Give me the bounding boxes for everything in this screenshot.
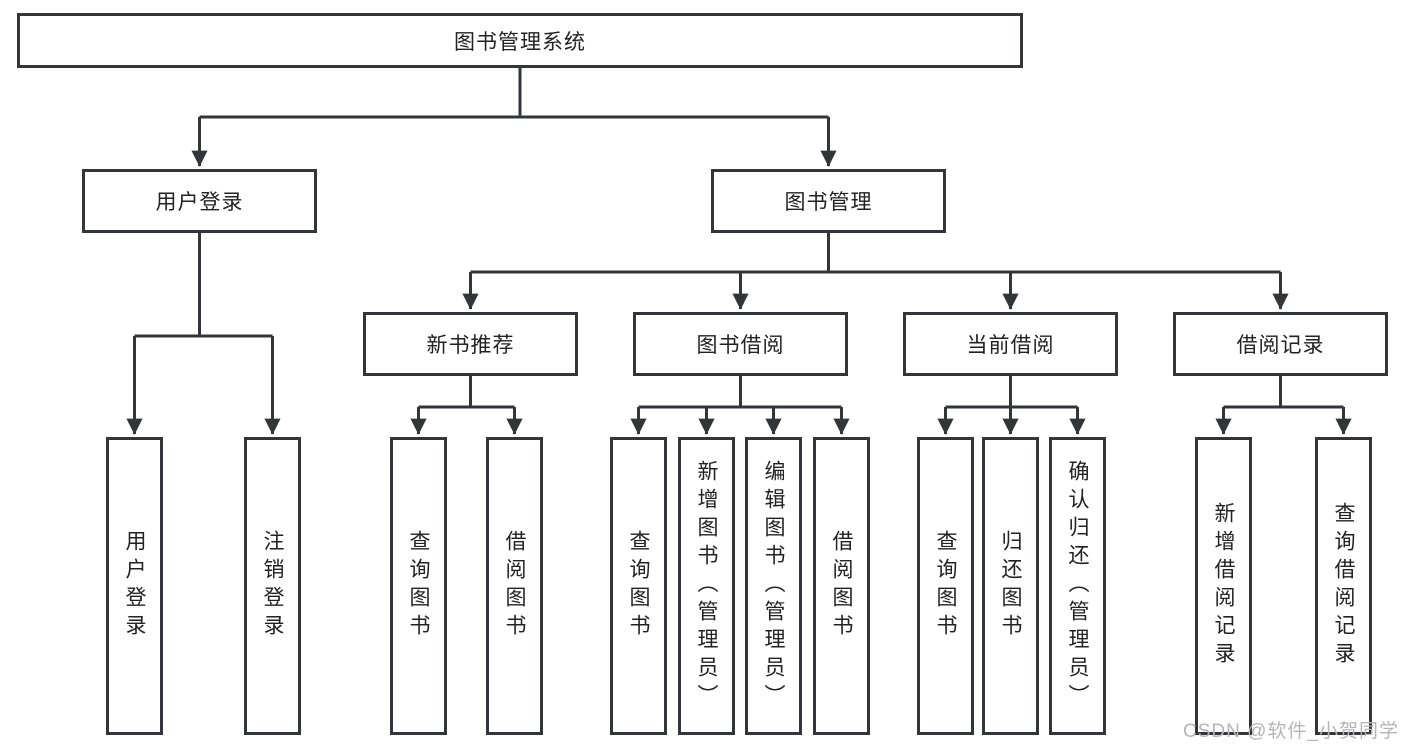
node-book-management-label: 图书管理 [784, 191, 873, 214]
leaf-edit-book-admin: 编辑图书（管理员） [745, 437, 802, 735]
csdn-watermark: CSDN @软件_小贺同学 [1183, 721, 1399, 742]
node-new-book-recommend: 新书推荐 [363, 312, 578, 376]
leaf-query-book-borrow: 查询图书 [610, 437, 667, 735]
leaf-confirm-return-admin: 确认归还（管理员） [1049, 437, 1106, 735]
leaf-logout: 注销登录 [244, 437, 301, 735]
connector-book-management-to-level3 [462, 233, 1289, 310]
connector-borrow-records-to-leaves [1215, 376, 1352, 435]
node-book-borrow: 图书借阅 [633, 312, 848, 376]
leaf-borrow-book-label: 借阅图书 [830, 530, 854, 642]
connector-root-to-level2 [191, 68, 837, 167]
leaf-query-book-current-label: 查询图书 [934, 530, 958, 642]
leaf-user-login-label: 用户登录 [123, 530, 147, 642]
leaf-add-borrow-record-label: 新增借阅记录 [1212, 502, 1236, 670]
node-borrow-records: 借阅记录 [1173, 312, 1388, 376]
connector-book-borrow-to-leaves [630, 376, 850, 435]
leaf-borrow-book-recommend-label: 借阅图书 [503, 530, 527, 642]
leaf-add-book-admin: 新增图书（管理员） [678, 437, 735, 735]
leaf-borrow-book: 借阅图书 [813, 437, 870, 735]
node-new-book-recommend-label: 新书推荐 [426, 334, 515, 357]
connector-current-borrow-to-leaves [937, 376, 1086, 435]
connector-user-login-to-leaves [126, 233, 281, 435]
leaf-user-login: 用户登录 [106, 437, 163, 735]
node-current-borrow: 当前借阅 [903, 312, 1118, 376]
leaf-query-book-borrow-label: 查询图书 [627, 530, 651, 642]
node-user-login: 用户登录 [82, 169, 317, 233]
leaf-add-borrow-record: 新增借阅记录 [1195, 437, 1252, 735]
leaf-return-book-label: 归还图书 [999, 530, 1023, 642]
leaf-return-book: 归还图书 [982, 437, 1039, 735]
leaf-edit-book-admin-label: 编辑图书（管理员） [762, 460, 786, 712]
node-root-label: 图书管理系统 [454, 30, 586, 54]
leaf-add-book-admin-label: 新增图书（管理员） [695, 460, 719, 712]
leaf-query-book-recommend-label: 查询图书 [407, 530, 431, 642]
node-book-management: 图书管理 [711, 169, 946, 233]
leaf-query-book-current: 查询图书 [917, 437, 974, 735]
node-book-borrow-label: 图书借阅 [696, 334, 785, 357]
node-borrow-records-label: 借阅记录 [1236, 334, 1325, 357]
leaf-query-book-recommend: 查询图书 [390, 437, 447, 735]
node-user-login-label: 用户登录 [155, 191, 244, 214]
connector-new-book-recommend-to-leaves [410, 376, 523, 435]
node-current-borrow-label: 当前借阅 [966, 334, 1055, 357]
leaf-query-borrow-record: 查询借阅记录 [1315, 437, 1372, 735]
leaf-confirm-return-admin-label: 确认归还（管理员） [1066, 460, 1090, 712]
leaf-borrow-book-recommend: 借阅图书 [486, 437, 543, 735]
leaf-logout-label: 注销登录 [261, 530, 285, 642]
node-root: 图书管理系统 [17, 13, 1023, 68]
leaf-query-borrow-record-label: 查询借阅记录 [1332, 502, 1356, 670]
